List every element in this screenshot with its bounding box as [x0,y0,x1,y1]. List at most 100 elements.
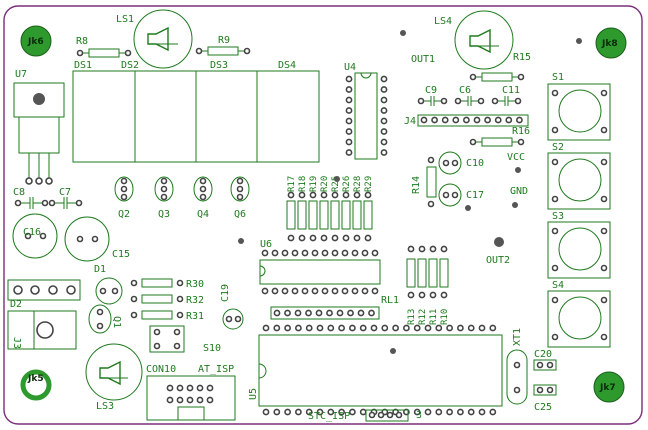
switch-s3: S3 [547,211,611,279]
ic-u4: U4 [344,62,378,160]
switch-s2: S2 [547,142,611,210]
pad [321,287,329,295]
pad [321,249,329,257]
pad [452,116,460,124]
c6-label: C6 [459,85,471,96]
j3-label: J3 [11,337,22,349]
ds3-label: DS3 [210,60,228,71]
pad [331,287,339,295]
pad [381,324,389,332]
pad [305,324,313,332]
pad [206,384,214,392]
c17-label: C17 [466,190,484,201]
r32-label: R32 [186,295,204,306]
j4-pads [420,116,523,124]
resistor-label: R17 [287,176,297,192]
pad [186,396,194,404]
c19-label: C19 [220,284,231,302]
pad [345,96,353,104]
pad [353,234,361,242]
pad [353,191,361,199]
c9-label: C9 [425,85,437,96]
pad [361,249,369,257]
pad [345,86,353,93]
transistor-q6: Q6 [230,176,250,220]
pad [262,324,270,332]
resistor-r26: R26 [341,176,352,242]
resistor-r19: R19 [308,176,319,242]
resistor-label: R29 [364,176,374,192]
pad [305,408,313,416]
pad [380,128,388,135]
pad [467,324,475,332]
pad [478,408,486,416]
resistor-r12: R12 [417,245,428,325]
pad [441,116,449,124]
pad [359,324,367,332]
capacitor-c8: C8 [13,187,49,209]
resistor-r30: R30 [130,278,204,290]
ic-u6: U6 [259,239,381,285]
resistor-r8: R8 [76,36,132,58]
resistor-label: R12 [418,309,428,325]
pad [327,324,335,332]
pad [424,324,432,332]
pad [166,384,174,392]
pad [316,408,324,416]
pad [166,396,174,404]
pad [357,309,365,317]
jk7-label: Jk7 [599,383,616,393]
pad [351,287,359,295]
pad [348,324,356,332]
pad [478,324,486,332]
d1-label: D1 [94,264,106,275]
c15-label: C15 [112,249,130,260]
pad [338,324,345,332]
resistor-network-rl1: RL1 [270,295,399,320]
regulator-u7: U7 [13,69,65,185]
c10-label: C10 [466,158,484,169]
pad [326,309,333,317]
pad [467,408,475,416]
pad [287,191,295,199]
pad [271,249,279,257]
resistor-label: R20 [320,176,330,192]
pad [261,249,269,257]
resistor-r17: R17 [286,176,297,242]
pad [446,408,453,416]
resistor-r25: R25 [330,176,341,242]
pad [380,96,388,104]
resistor-r10: R10 [439,245,450,325]
s3-label: S3 [552,211,564,222]
pad [364,191,372,199]
connector-j3: J3 [7,310,77,350]
pad [348,408,356,416]
pad [338,408,345,416]
pad [341,287,349,295]
pad [440,291,448,299]
pad [320,191,328,199]
rl1-label: RL1 [381,295,399,306]
q1-label: Q1 [111,316,122,328]
capacitor-c9: C9 [417,85,448,106]
pad [413,408,421,416]
pad [407,291,415,299]
transistor-q1: Q1 [88,304,122,334]
pad [424,408,432,416]
con10-label: CON10 [146,364,176,375]
pad [446,324,453,332]
jk5-label: Jk5 [27,374,44,384]
pad [331,234,339,242]
connector-d2: D2 [7,279,81,310]
pad [305,309,312,317]
pad [298,191,306,199]
pad [196,384,204,392]
display-block-ds: DS1 DS2 DS3 DS4 [72,60,320,163]
pad [176,384,184,392]
stc-isp-num: 3 [416,410,422,421]
pad [392,324,399,332]
pad [298,234,306,242]
pad [440,245,448,253]
pad [176,396,184,404]
